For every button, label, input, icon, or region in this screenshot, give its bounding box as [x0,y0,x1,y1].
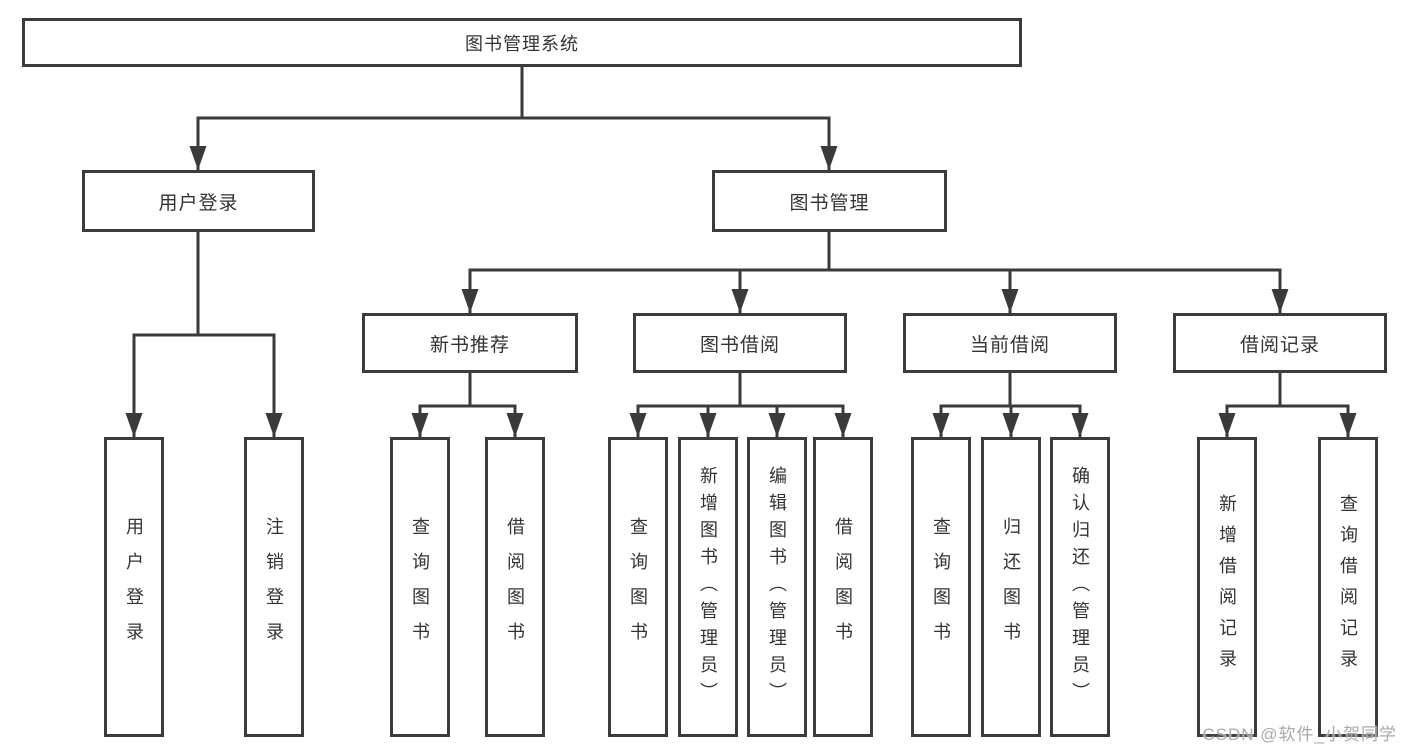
node-system-root: 图书管理系统 [22,18,1022,67]
leaf-confirm-return-admin: 确认归还（管理员） [1050,437,1110,737]
node-book-borrow: 图书借阅 [633,313,847,373]
node-label: 新书推荐 [429,334,510,356]
node-user-login: 用户登录 [82,170,315,232]
leaf-return-books: 归还图书 [981,437,1041,737]
node-label: 查询图书 [628,517,648,657]
node-label: 借阅图书 [505,517,525,657]
node-label: 用户登录 [124,517,144,657]
node-borrow-records: 借阅记录 [1173,313,1387,373]
node-label: 注销登录 [264,517,284,657]
node-current-borrow: 当前借阅 [903,313,1117,373]
node-label: 借阅记录 [1239,334,1320,356]
leaf-user-login: 用户登录 [104,437,164,737]
leaf-borrow-books: 借阅图书 [813,437,873,737]
node-label: 新增图书（管理员） [698,465,718,709]
leaf-add-books-admin: 新增图书（管理员） [678,437,738,737]
node-label: 编辑图书（管理员） [767,465,787,709]
leaf-edit-books-admin: 编辑图书（管理员） [747,437,807,737]
leaf-query-books-current: 查询图书 [911,437,971,737]
leaf-query-books-recommend: 查询图书 [390,437,450,737]
node-label: 图书管理 [789,192,870,214]
leaf-logout-login: 注销登录 [244,437,304,737]
leaf-query-borrow-record: 查询借阅记录 [1318,437,1378,737]
node-label: 归还图书 [1001,517,1021,657]
node-label: 图书借阅 [699,334,780,356]
leaf-query-books-borrow: 查询图书 [608,437,668,737]
node-label: 借阅图书 [833,517,853,657]
csdn-watermark: CSDN @软件_小贺同学 [1202,725,1397,744]
node-label: 新增借阅记录 [1217,494,1237,680]
node-label: 确认归还（管理员） [1070,465,1090,709]
node-label: 用户登录 [158,192,239,214]
node-label: 当前借阅 [969,334,1050,356]
leaf-add-borrow-record: 新增借阅记录 [1197,437,1257,737]
node-book-management: 图书管理 [712,170,947,232]
node-new-book-recommend: 新书推荐 [362,313,578,373]
node-label: 查询借阅记录 [1338,494,1358,680]
node-label: 查询图书 [931,517,951,657]
leaf-borrow-books-recommend: 借阅图书 [485,437,545,737]
node-label: 图书管理系统 [465,33,579,54]
node-label: 查询图书 [410,517,430,657]
